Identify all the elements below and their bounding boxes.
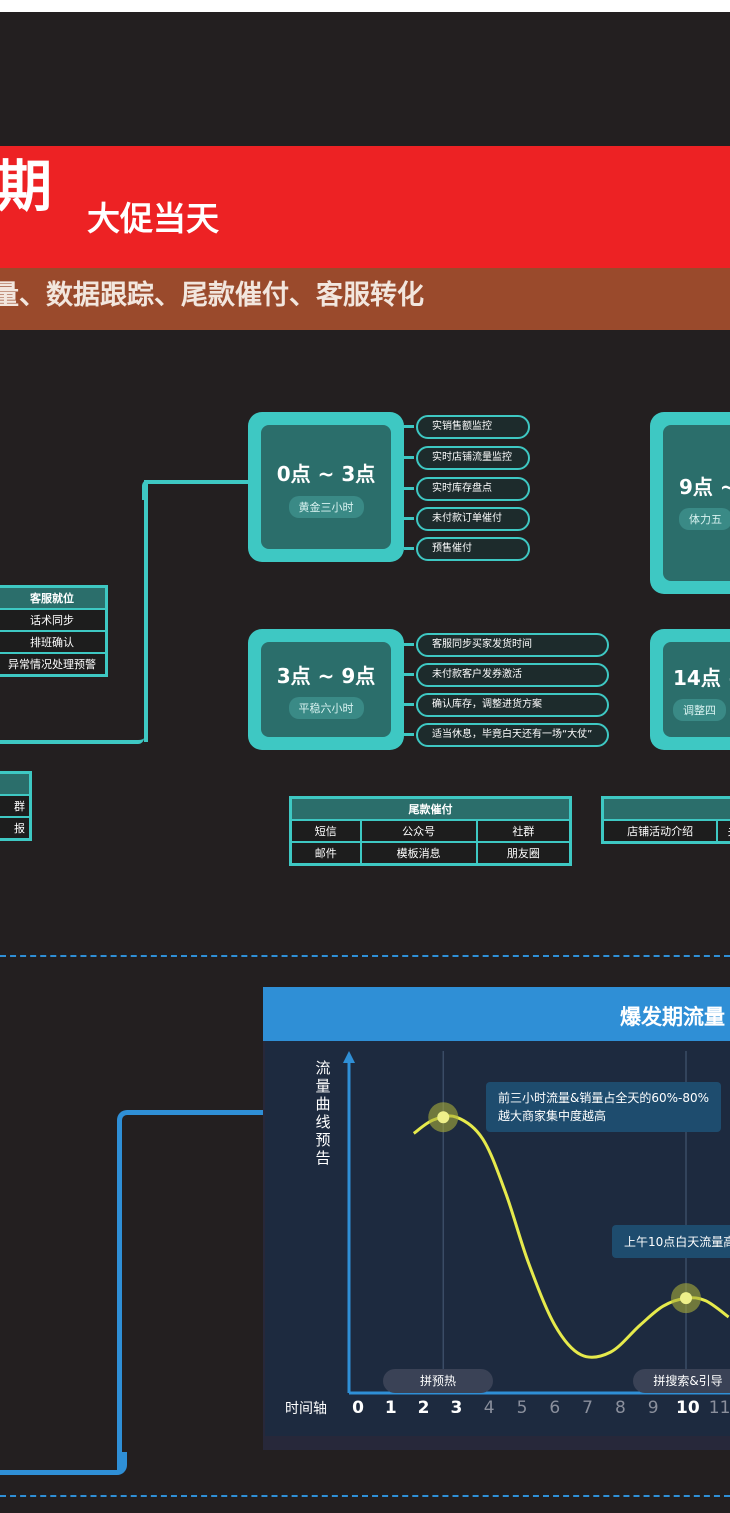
tasks-summary: 量、数据跟踪、尾款催付、客服转化 xyxy=(0,280,424,311)
section-divider xyxy=(0,955,730,957)
connector-stub xyxy=(404,547,414,550)
connector-stub xyxy=(404,643,414,646)
task-pill: 实销售额监控 xyxy=(416,415,530,439)
y-axis-arrow xyxy=(343,1051,355,1063)
timeslot-inner: 9点 ~ 体力五 xyxy=(663,425,730,581)
x-tick-label: 4 xyxy=(483,1398,495,1418)
table-row: 报 xyxy=(0,816,32,841)
tooltip-line: 前三小时流量&销量占全天的60%-80% xyxy=(498,1091,710,1105)
tooltip-peak: 前三小时流量&销量占全天的60%-80% 越大商家集中度越高 xyxy=(486,1082,722,1132)
connector-stub xyxy=(404,425,414,428)
page-subtitle: 大促当天 xyxy=(87,199,219,238)
task-pill: 确认库存，调整进货方案 xyxy=(416,693,609,717)
timeslot-card: 0点 ~ 3点 黄金三小时 xyxy=(248,412,404,562)
timeslot-time: 3点 ~ 9点 xyxy=(276,664,376,688)
task-pill: 客服同步买家发货时间 xyxy=(416,633,609,657)
x-tick-label: 5 xyxy=(516,1398,528,1418)
timeslot-inner: 3点 ~ 9点 平稳六小时 xyxy=(261,642,391,737)
x-tick-label: 10 xyxy=(676,1398,700,1418)
timeslot-card: 14点 ~ 调整四 xyxy=(650,629,730,750)
y-axis-label: 流量曲线预告 xyxy=(315,1059,331,1167)
table-cell: 邮件 xyxy=(289,841,362,866)
table-cell: 店铺活动介绍 xyxy=(601,819,719,844)
flow-connector-bottom xyxy=(0,1452,127,1475)
table-row: 群 xyxy=(0,794,32,818)
table-cell: 社群 xyxy=(475,819,572,843)
task-pill: 实时库存盘点 xyxy=(416,477,530,501)
timeslot-period: 平稳六小时 xyxy=(288,697,364,719)
page-title: 期 xyxy=(0,155,52,220)
connector-stub xyxy=(404,487,414,490)
promo-table-header xyxy=(601,796,730,821)
connector-stub xyxy=(404,517,414,520)
connector-stub xyxy=(404,673,414,676)
stage-label: 拼搜索&引导 xyxy=(633,1369,730,1393)
flow-panel: 爆发期流量 流量曲线预告 前三小时流量&销量占全天的60%-80% 越大商家集中… xyxy=(263,987,730,1450)
timeslot-period: 黄金三小时 xyxy=(288,496,364,518)
flow-panel-header xyxy=(263,987,730,1041)
task-pill: 实时店铺流量监控 xyxy=(416,446,530,470)
task-pill: 适当休息，毕竟白天还有一场“大仗” xyxy=(416,723,609,747)
timeslot-inner: 0点 ~ 3点 黄金三小时 xyxy=(261,425,391,549)
tree-connector-top xyxy=(142,480,256,500)
partial-table: 群 报 xyxy=(0,771,32,841)
tree-connector xyxy=(0,480,148,742)
task-pill: 预售催付 xyxy=(416,537,530,561)
task-pill: 未付款订单催付 xyxy=(416,507,530,531)
connector-stub xyxy=(404,703,414,706)
x-tick-label: 8 xyxy=(614,1398,626,1418)
task-pill: 未付款客户发券激活 xyxy=(416,663,609,687)
timeslot-card: 9点 ~ 体力五 xyxy=(650,412,730,594)
stage-label: 拼预热 xyxy=(383,1369,493,1393)
x-tick-label: 1 xyxy=(384,1398,397,1418)
table-row: 异常情况处理预警 xyxy=(0,652,108,677)
table-cell: 模板消息 xyxy=(359,841,478,866)
timeslot-time: 0点 ~ 3点 xyxy=(276,462,376,486)
tooltip-morning: 上午10点白天流量高 xyxy=(612,1225,730,1258)
table-row xyxy=(0,771,32,796)
x-tick-label: 9 xyxy=(647,1398,659,1418)
x-tick-label: 2 xyxy=(417,1398,430,1418)
table-cell: 公众号 xyxy=(359,819,478,843)
flow-panel-title: 爆发期流量 xyxy=(620,1005,725,1029)
service-table-header: 客服就位 xyxy=(0,585,108,610)
timeslot-inner: 14点 ~ 调整四 xyxy=(663,642,730,737)
x-axis-label: 时间轴 xyxy=(285,1401,327,1417)
tree-connector-bottom xyxy=(0,732,144,744)
highlight-point xyxy=(437,1111,450,1124)
x-tick-label: 7 xyxy=(582,1398,593,1418)
highlight-point xyxy=(680,1292,692,1305)
connector-stub xyxy=(404,456,414,459)
table-row: 排班确认 xyxy=(0,630,108,654)
tooltip-line: 越大商家集中度越高 xyxy=(498,1109,607,1123)
balance-table-header: 尾款催付 xyxy=(289,796,572,821)
table-cell: 朋友圈 xyxy=(475,841,572,866)
page-canvas: 期 大促当天 量、数据跟踪、尾款催付、客服转化 客服就位 话术同步 排班确认 异… xyxy=(0,12,730,1513)
timeslot-period: 体力五 xyxy=(679,508,730,530)
table-cell: 短信 xyxy=(289,819,362,843)
timeslot-card: 3点 ~ 9点 平稳六小时 xyxy=(248,629,404,750)
timeslot-time: 14点 ~ xyxy=(673,666,730,690)
x-tick-label: 0 xyxy=(352,1398,364,1418)
promo-table: 店铺活动介绍 关 xyxy=(601,796,730,844)
x-tick-label: 3 xyxy=(450,1398,463,1418)
table-cell: 关 xyxy=(716,819,730,844)
x-tick-label: 6 xyxy=(549,1398,561,1418)
timeslot-time: 9点 ~ xyxy=(679,475,730,499)
flow-connector xyxy=(117,1110,282,1470)
connector-stub xyxy=(404,733,414,736)
table-row: 话术同步 xyxy=(0,608,108,632)
title-banner xyxy=(0,146,730,268)
service-table: 客服就位 话术同步 排班确认 异常情况处理预警 xyxy=(0,585,108,677)
tasks-banner xyxy=(0,268,730,330)
balance-table: 尾款催付 短信 公众号 社群 邮件 模板消息 朋友圈 xyxy=(289,796,572,866)
x-tick-label: 11 xyxy=(708,1398,730,1418)
section-divider xyxy=(0,1495,730,1497)
timeslot-period: 调整四 xyxy=(673,699,726,721)
